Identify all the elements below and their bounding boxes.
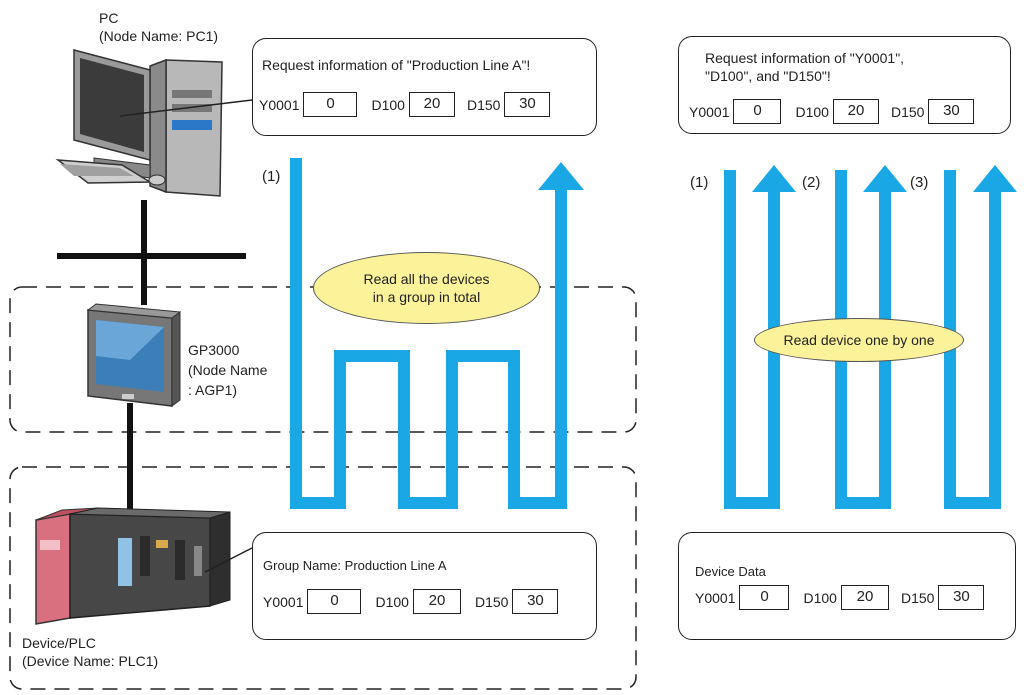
device-value: 20 bbox=[408, 92, 455, 117]
pc-request-text: Request information of "Production Line … bbox=[262, 57, 531, 73]
device-value: 20 bbox=[832, 99, 879, 124]
group-read-line2: in a group in total bbox=[372, 289, 481, 305]
gp3000-panel-icon bbox=[86, 303, 182, 407]
device-label: D150 bbox=[900, 589, 935, 606]
device-label: D150 bbox=[474, 593, 509, 610]
device-value: 20 bbox=[412, 589, 461, 614]
right-request-line1: Request information of "Y0001", bbox=[705, 50, 905, 66]
device-label: Y0001 bbox=[259, 96, 300, 113]
device-value: 0 bbox=[733, 99, 782, 124]
right-request-values: Y0001 0 D100 20 D150 30 bbox=[689, 99, 975, 124]
device-label: D100 bbox=[795, 103, 829, 120]
device-value: 0 bbox=[307, 589, 362, 614]
pc-request-values: Y0001 0 D100 20 D150 30 bbox=[259, 92, 551, 117]
device-label: Y0001 bbox=[695, 589, 736, 606]
device-label: Y0001 bbox=[689, 103, 730, 120]
gp-node-name-value: : AGP1) bbox=[188, 382, 238, 398]
pc-node-name: (Node Name: PC1) bbox=[99, 28, 219, 44]
group-values: Y0001 0 D100 20 D150 30 bbox=[263, 589, 559, 614]
gp-node-name: (Node Name bbox=[188, 362, 268, 378]
group-read-line1: Read all the devices bbox=[363, 271, 490, 287]
device-label: D100 bbox=[803, 589, 837, 606]
device-value: 30 bbox=[928, 99, 975, 124]
plc-device-name: (Device Name: PLC1) bbox=[22, 653, 159, 669]
flow-group-read bbox=[290, 158, 567, 509]
pc-callout-pointer bbox=[119, 99, 253, 117]
plc-name: Device/PLC bbox=[22, 635, 96, 651]
device-data-box: Device Data Y0001 0 D100 20 D150 30 bbox=[678, 532, 1016, 640]
plc-callout-pointer bbox=[204, 547, 253, 573]
flow-one-arrowhead-1 bbox=[752, 165, 796, 192]
right-request-line2: "D100", and "D150"! bbox=[705, 68, 831, 84]
group-name-label: Group Name: Production Line A bbox=[263, 558, 447, 573]
right-request-box: Request information of "Y0001", "D100", … bbox=[678, 36, 1011, 134]
device-label: D150 bbox=[890, 103, 925, 120]
device-data-label: Device Data bbox=[695, 564, 766, 579]
pc-computer-icon bbox=[55, 49, 223, 197]
flow-one-arrowhead-2 bbox=[863, 165, 907, 192]
flow-one-arrowhead-3 bbox=[973, 165, 1017, 192]
device-data-values: Y0001 0 D100 20 D150 30 bbox=[695, 585, 985, 610]
device-value: 30 bbox=[512, 589, 559, 614]
step-right-2: (2) bbox=[802, 174, 821, 191]
plc-device-icon bbox=[35, 507, 231, 625]
device-label: D150 bbox=[466, 96, 501, 113]
flow-group-read-arrowhead bbox=[538, 162, 584, 190]
pc-request-box: Request information of "Production Line … bbox=[252, 38, 597, 136]
device-value: 30 bbox=[504, 92, 551, 117]
one-by-one-bubble: Read device one by one bbox=[754, 318, 964, 362]
network-lines bbox=[57, 200, 246, 520]
plc-region-dashed bbox=[9, 466, 637, 690]
device-label: D100 bbox=[371, 96, 405, 113]
step-left-1: (1) bbox=[262, 168, 281, 185]
group-data-box: Group Name: Production Line A Y0001 0 D1… bbox=[252, 532, 597, 640]
device-label: Y0001 bbox=[263, 593, 304, 610]
group-read-bubble: Read all the devices in a group in total bbox=[313, 252, 540, 324]
device-label: D100 bbox=[375, 593, 409, 610]
pc-title: PC bbox=[99, 10, 119, 26]
gp-name: GP3000 bbox=[188, 342, 240, 358]
device-value: 0 bbox=[739, 585, 790, 610]
device-value: 20 bbox=[840, 585, 889, 610]
step-right-1: (1) bbox=[690, 174, 709, 191]
device-value: 0 bbox=[303, 92, 358, 117]
device-value: 30 bbox=[938, 585, 985, 610]
step-right-3: (3) bbox=[910, 174, 929, 191]
